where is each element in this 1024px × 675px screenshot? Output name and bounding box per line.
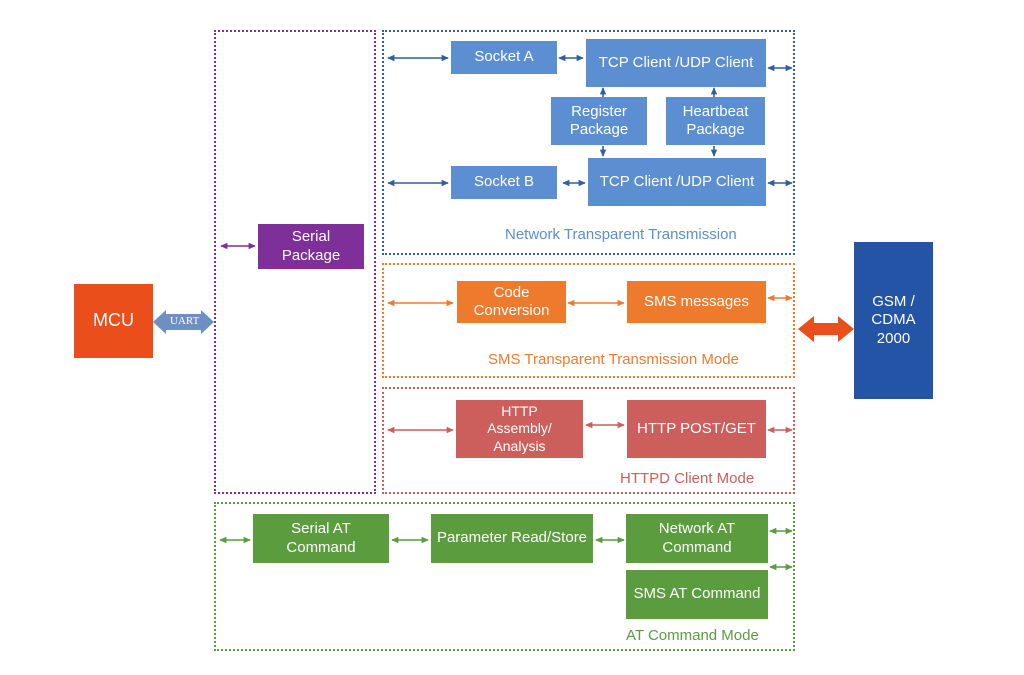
parameter-read-store-block: Parameter Read/Store	[431, 514, 593, 563]
tcp-udp-client-block-a: TCP Client /UDP Client	[586, 39, 766, 87]
sms-transparent-title: SMS Transparent Transmission Mode	[488, 351, 739, 368]
network-at-command-block: Network AT Command	[626, 514, 768, 563]
gsm-cdma-block: GSM / CDMA 2000	[854, 242, 933, 399]
at-command-region	[214, 502, 795, 651]
gsm-link-arrow	[798, 316, 854, 342]
register-package-block: Register Package	[551, 97, 647, 145]
network-transparent-title: Network Transparent Transmission	[505, 226, 737, 243]
uart-arrow	[153, 310, 214, 334]
uart-label: UART	[170, 315, 200, 327]
http-post-get-block: HTTP POST/GET	[627, 400, 766, 458]
network-transparent-region	[382, 30, 795, 255]
code-conversion-block: Code Conversion	[457, 281, 566, 323]
serial-at-command-block: Serial AT Command	[253, 514, 389, 563]
http-assembly-analysis-block: HTTP Assembly/ Analysis	[456, 400, 583, 458]
at-command-mode-title: AT Command Mode	[626, 627, 759, 644]
httpd-client-title: HTTPD Client Mode	[620, 470, 755, 487]
serial-package-region	[214, 30, 376, 494]
serial-package-block: Serial Package	[258, 224, 364, 269]
sms-transparent-region	[382, 263, 795, 378]
heartbeat-package-block: Heartbeat Package	[666, 97, 765, 145]
mcu-block: MCU	[74, 284, 153, 358]
socket-a-block: Socket A	[451, 41, 557, 74]
httpd-client-region	[382, 387, 795, 494]
sms-messages-block: SMS messages	[627, 281, 766, 323]
sms-at-command-block: SMS AT Command	[626, 570, 768, 619]
socket-b-block: Socket B	[451, 166, 557, 199]
tcp-udp-client-block-b: TCP Client /UDP Client	[588, 158, 766, 206]
